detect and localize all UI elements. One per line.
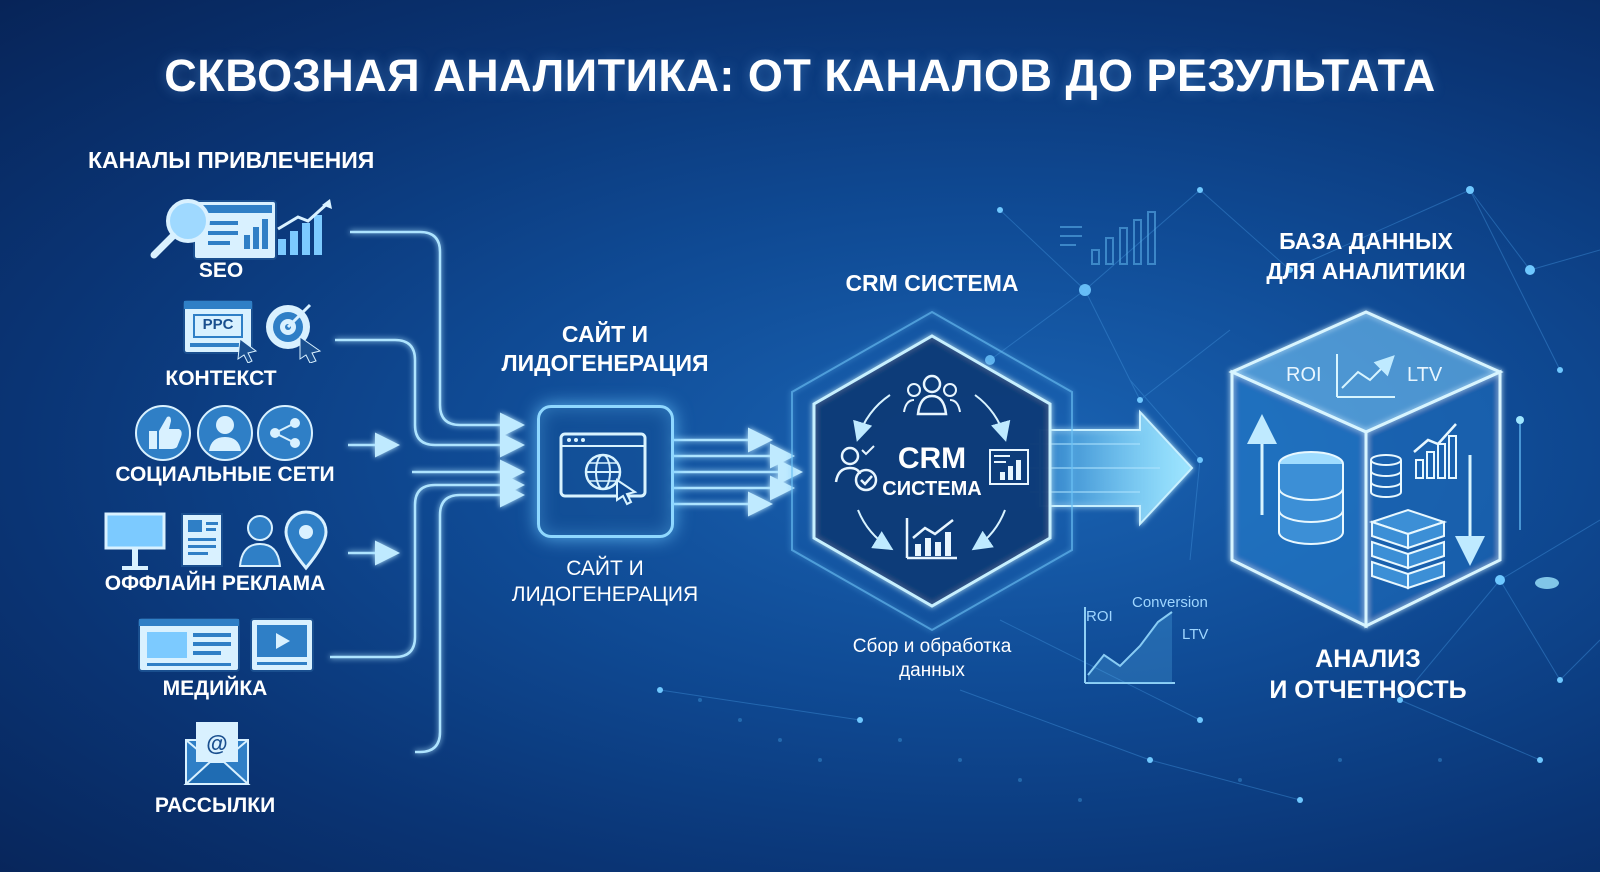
- channel-context: PPC КОНТЕКСТ: [160, 297, 330, 397]
- social-icons: [135, 405, 313, 461]
- channel-seo: SEO: [148, 195, 338, 291]
- result-label: АНАЛИЗ И ОТЧЕТНОСТЬ: [1269, 645, 1467, 704]
- cube-roi-label: ROI: [1286, 364, 1322, 386]
- bar-chart-rising-icon: [277, 199, 332, 255]
- channel-label: КОНТЕКСТ: [165, 367, 277, 390]
- video-player-icon: [250, 618, 314, 672]
- database-icon: [1278, 451, 1344, 545]
- channel-offline: ОФФЛАЙН РЕКЛАМА: [100, 510, 340, 610]
- media-icons: [138, 618, 314, 672]
- page-title: СКВОЗНАЯ АНАЛИТИКА: ОТ КАНАЛОВ ДО РЕЗУЛЬ…: [164, 50, 1436, 101]
- target-icon: [266, 303, 322, 363]
- team-icon: [903, 374, 961, 416]
- channel-label: ОФФЛАЙН РЕКЛАМА: [104, 572, 326, 595]
- channel-social: СОЦИАЛЬНЫЕ СЕТИ: [115, 403, 355, 493]
- channel-label: СОЦИАЛЬНЫЕ СЕТИ: [115, 463, 335, 486]
- checked-user-icon: [834, 445, 878, 492]
- magnifier-icon: [150, 199, 210, 259]
- bar-chart-rising-icon: [1413, 423, 1457, 479]
- mini-chart-roi: ROI: [1086, 608, 1113, 625]
- channel-media: МЕДИЙКА: [135, 615, 325, 715]
- webpage-icon: [193, 200, 277, 260]
- offline-icons: [104, 510, 328, 571]
- growth-chart-icon: [905, 518, 957, 560]
- billboard-icon: [104, 512, 166, 570]
- cube-ltv-label: LTV: [1407, 364, 1443, 386]
- channel-label: РАССЫЛКИ: [154, 794, 276, 817]
- crm-center-subtitle: СИСТЕМА: [882, 478, 982, 500]
- location-pin-icon: [284, 510, 328, 571]
- mini-chart-conversion: Conversion: [1132, 594, 1208, 611]
- share-icon: [257, 405, 313, 461]
- person-icon: [238, 515, 282, 567]
- crm-caption: Сбор и обработка данных: [852, 636, 1012, 681]
- database-small-icon: [1370, 454, 1402, 498]
- channel-label: МЕДИЙКА: [162, 677, 268, 700]
- channel-label: SEO: [198, 259, 244, 282]
- database-label: БАЗА ДАННЫХ ДЛЯ АНАЛИТИКИ: [1266, 228, 1466, 284]
- site-label-bottom: САЙТ И ЛИДОГЕНЕРАЦИЯ: [511, 557, 699, 606]
- crm-label-top: CRM СИСТЕМА: [845, 270, 1019, 296]
- crm-center-title: CRM: [897, 442, 967, 475]
- server-rack-icon: [1368, 508, 1448, 590]
- channel-mailing: @ РАССЫЛКИ: [150, 718, 280, 828]
- ppc-screen-icon: [183, 300, 258, 363]
- ppc-badge: PPC: [202, 316, 234, 333]
- channels-heading: КАНАЛЫ ПРИВЛЕЧЕНИЯ: [88, 147, 375, 173]
- user-icon: [197, 405, 253, 461]
- mini-chart-ltv: LTV: [1182, 626, 1209, 643]
- report-chart-icon: [989, 449, 1029, 485]
- thumbs-up-icon: [135, 405, 191, 461]
- mini-chart: [1084, 607, 1175, 684]
- svg-text:@: @: [206, 731, 227, 756]
- flyer-icon: [181, 513, 223, 567]
- seo-icons: [150, 199, 332, 260]
- banner-icon: [138, 618, 240, 672]
- browser-globe-icon: [559, 432, 647, 506]
- email-envelope-icon: @: [183, 722, 251, 785]
- site-label-top: САЙТ И ЛИДОГЕНЕРАЦИЯ: [501, 321, 709, 376]
- context-icons: [183, 300, 322, 363]
